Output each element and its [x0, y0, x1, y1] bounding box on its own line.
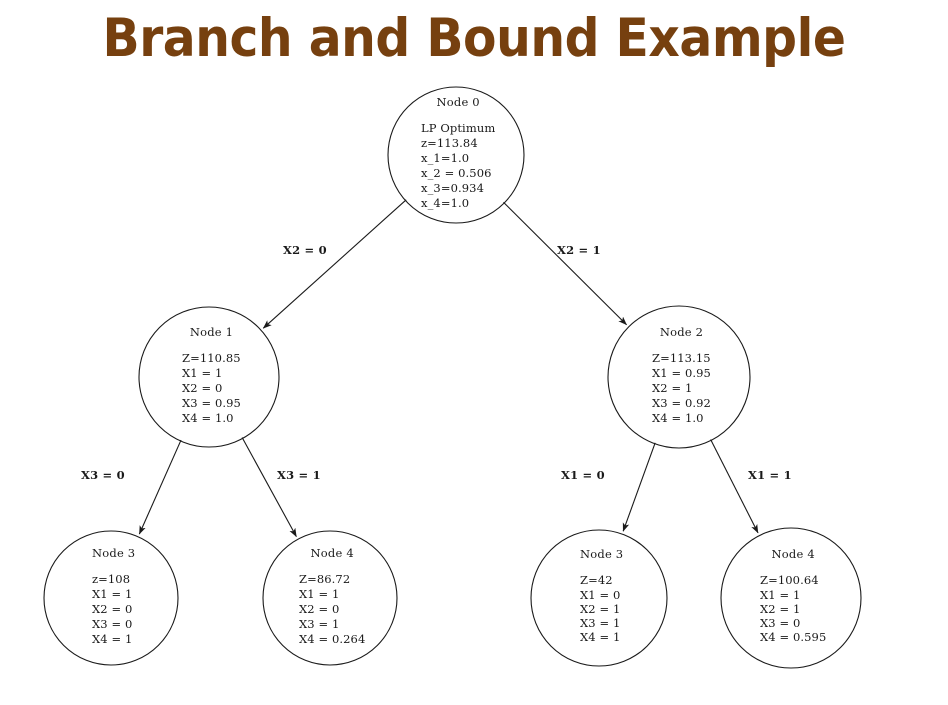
edge-label-x3-1: X3 = 1 [277, 468, 321, 482]
node-circle-node4-right[interactable] [720, 527, 862, 669]
node-circle-node1[interactable] [138, 306, 280, 448]
node-circle-node3-left[interactable] [43, 530, 179, 666]
edge-label-x2-1: X2 = 1 [557, 243, 601, 257]
tree-node-circles-layer [43, 86, 862, 669]
edge-label-x3-0: X3 = 0 [81, 468, 125, 482]
node-circle-node4-left[interactable] [262, 530, 398, 666]
page-title: Branch and Bound Example [102, 8, 846, 69]
node-circle-node2[interactable] [607, 305, 751, 449]
node-circle-node3-right[interactable] [530, 529, 668, 667]
edge-node0-node1 [262, 199, 407, 329]
edge-node2-node3 [622, 442, 656, 532]
node-circle-node0[interactable] [387, 86, 525, 224]
edge-node1-node3 [138, 439, 182, 535]
edge-label-x1-1: X1 = 1 [748, 468, 792, 482]
edge-node0-node2 [503, 201, 627, 326]
edge-label-x2-0: X2 = 0 [283, 243, 327, 257]
edge-node1-node4 [241, 437, 297, 538]
tree-edges-layer [138, 199, 759, 538]
edge-label-x1-0: X1 = 0 [561, 468, 605, 482]
edge-node2-node4 [710, 439, 759, 534]
